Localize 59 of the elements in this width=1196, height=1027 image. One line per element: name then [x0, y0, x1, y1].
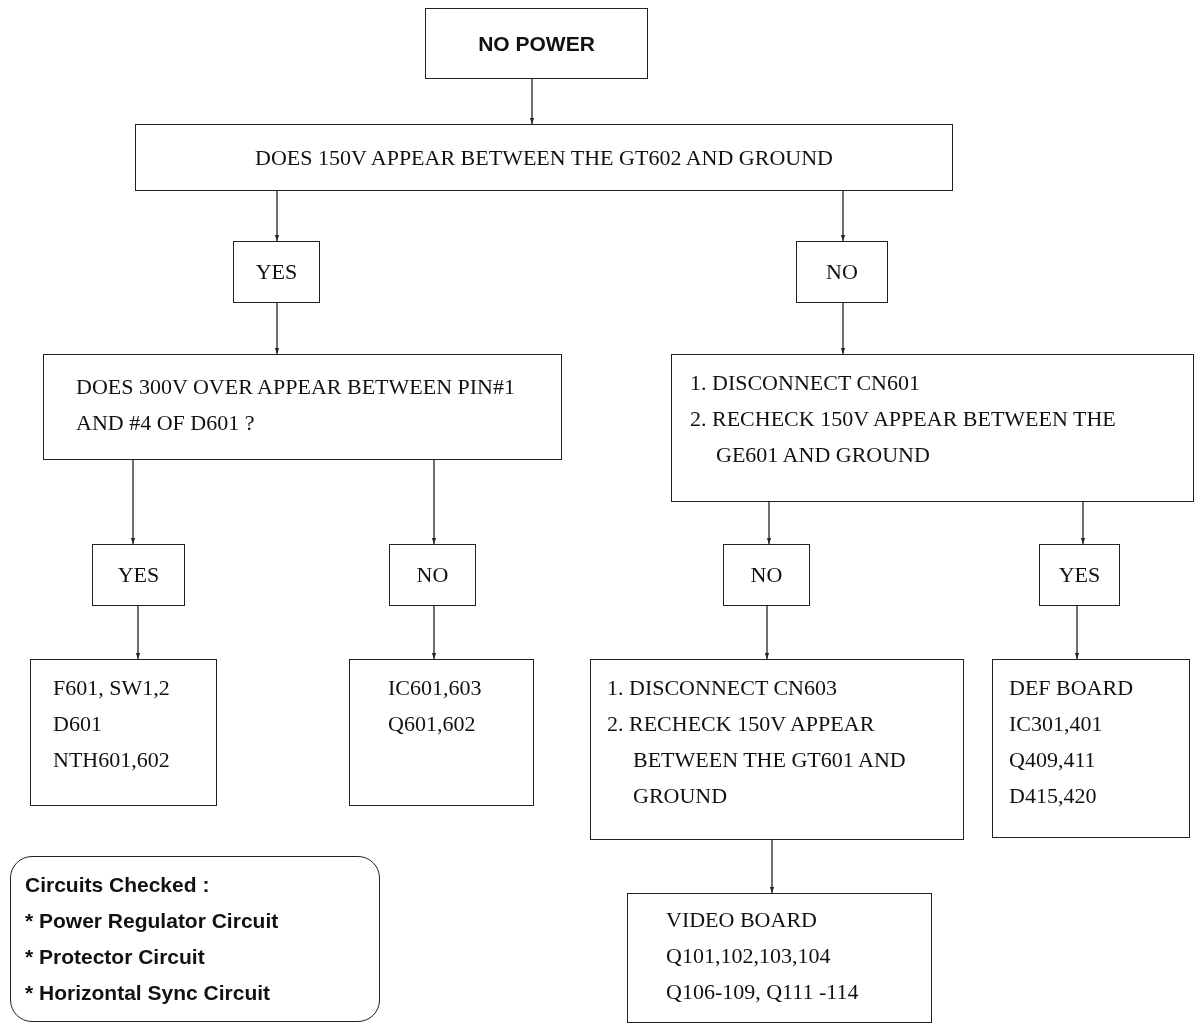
- node-text: D601: [53, 710, 103, 738]
- node-text: IC601,603: [388, 674, 483, 702]
- arrow: [769, 839, 775, 894]
- node-text: 2. RECHECK 150V APPEAR BETWEEN THE GT601 AND GROUND: [607, 710, 907, 810]
- arrow: [274, 190, 280, 242]
- arrow: [529, 78, 535, 125]
- note-item: * Horizontal Sync Circuit: [25, 980, 272, 1006]
- process-box: [992, 659, 1190, 838]
- arrow: [431, 605, 437, 660]
- process-box: [671, 354, 1194, 502]
- node-text: Q106-109, Q111 -114: [666, 978, 860, 1006]
- node-text: YES: [1058, 561, 1101, 589]
- arrow: [130, 459, 136, 545]
- node-text: Q101,102,103,104: [666, 942, 832, 970]
- node-text: VIDEO BOARD: [666, 906, 818, 934]
- node-text: F601, SW1,2: [53, 674, 171, 702]
- note-item: * Power Regulator Circuit: [25, 908, 280, 934]
- node-text: DOES 300V OVER APPEAR BETWEEN PIN#1 AND #4 OF D601 ?: [76, 374, 515, 435]
- answer-box: [723, 544, 810, 606]
- note-item: * Protector Circuit: [25, 944, 206, 970]
- node-text: NO POWER: [478, 30, 595, 57]
- node-text: D415,420: [1009, 782, 1098, 810]
- node-text: IC301,401: [1009, 710, 1104, 738]
- node-text: YES: [255, 258, 298, 286]
- node-text: 2. RECHECK 150V APPEAR BETWEEN THE GE601 AND GROUND: [690, 405, 1117, 469]
- node-text: DEF BOARD: [1009, 674, 1135, 702]
- note-box: [10, 856, 380, 1022]
- arrow: [274, 302, 280, 355]
- node-text: NO: [750, 561, 783, 589]
- node-text: 1. DISCONNECT CN601: [690, 369, 921, 397]
- arrow: [1074, 605, 1080, 660]
- answer-box: [389, 544, 476, 606]
- answer-box: [1039, 544, 1120, 606]
- arrow: [766, 501, 772, 545]
- answer-box: [233, 241, 320, 303]
- node-text: NTH601,602: [53, 746, 171, 774]
- process-box: [43, 354, 562, 460]
- node-text: Q409,411: [1009, 746, 1097, 774]
- arrow: [840, 302, 846, 355]
- node-text: NO: [826, 258, 858, 286]
- process-box: [590, 659, 964, 840]
- process-box: [30, 659, 217, 806]
- note-heading: Circuits Checked :: [25, 872, 211, 898]
- node-text: Q601,602: [388, 710, 477, 738]
- node-text: YES: [117, 561, 160, 589]
- node-text: DOES 150V APPEAR BETWEEN THE GT602 AND GROUND: [255, 143, 833, 172]
- process-box: [425, 8, 648, 79]
- process-box: [349, 659, 534, 806]
- answer-box: [92, 544, 185, 606]
- arrow: [764, 605, 770, 660]
- process-box: [627, 893, 932, 1023]
- answer-box: [796, 241, 888, 303]
- node-text: 1. DISCONNECT CN603: [607, 674, 838, 702]
- node-text: NO: [416, 561, 449, 589]
- arrow: [1080, 501, 1086, 545]
- process-box: [135, 124, 953, 191]
- arrow: [135, 605, 141, 660]
- arrow: [840, 190, 846, 242]
- arrow: [431, 459, 437, 545]
